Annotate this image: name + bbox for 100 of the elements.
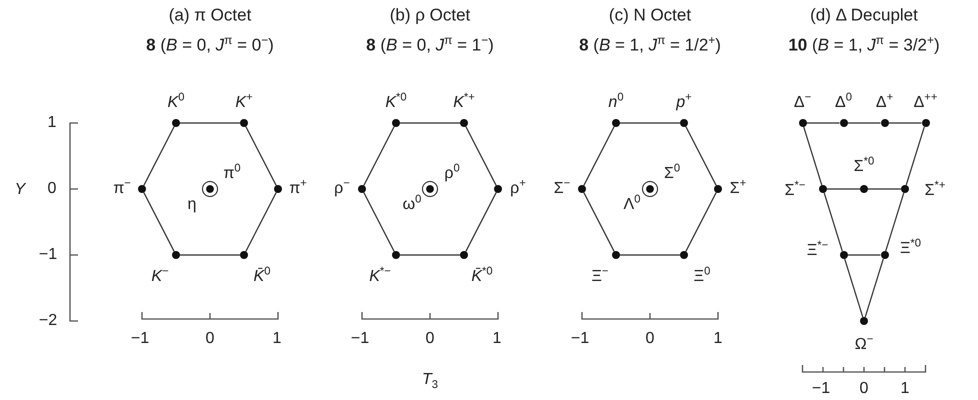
multiplet-label: 8 (B = 0, J$^{π}$ = 0$^{−}$) xyxy=(146,36,274,54)
tick-label: −2 xyxy=(38,313,58,329)
particle-label: Σ$^{−}$ xyxy=(554,181,570,197)
panel-title: (a) π Octet xyxy=(168,6,252,24)
connecting-line xyxy=(180,122,240,124)
particle-dot xyxy=(138,185,146,193)
particle-label: Δ$^{++}$ xyxy=(914,95,938,111)
circled-dot xyxy=(642,181,658,197)
particle-dot xyxy=(680,119,688,127)
particle-dot xyxy=(172,119,180,127)
multiplet-label: 8 (B = 0, J$^{π}$ = 1$^{−}$) xyxy=(366,36,494,54)
connecting-line xyxy=(363,126,395,186)
particle-dot xyxy=(612,119,620,127)
tick-label: 0 xyxy=(426,331,434,347)
particle-label: Σ$^{*+}$ xyxy=(924,183,946,199)
connecting-line xyxy=(620,122,680,124)
particle-label: Σ$^{*−}$ xyxy=(784,183,806,199)
particle-dot xyxy=(860,185,868,193)
axis-title: T$_{3}$ xyxy=(422,372,438,388)
particle-dot xyxy=(578,185,586,193)
particle-dot xyxy=(819,185,827,193)
particle-label: Δ$^{+}$ xyxy=(876,95,894,111)
particle-dot xyxy=(840,251,848,259)
particle-label: n$^{0}$ xyxy=(608,95,624,111)
particle-dot xyxy=(680,251,688,259)
particle-dot xyxy=(922,119,930,127)
particle-dot xyxy=(240,119,248,127)
connecting-line xyxy=(868,188,901,190)
particle-label: Ξ$^{*−}$ xyxy=(806,243,828,259)
particle-dot xyxy=(798,119,806,127)
connecting-line xyxy=(583,126,615,186)
connecting-line xyxy=(620,254,680,256)
connecting-line xyxy=(885,192,904,252)
particle-label: K̄$^{*0}$ xyxy=(471,269,493,285)
particle-label: K$^{*0}$ xyxy=(385,95,407,111)
connecting-line xyxy=(827,188,860,190)
connecting-line xyxy=(685,192,717,252)
multiplet-label: 10 (B = 1, J$^{π}$ = 3/2$^{+}$) xyxy=(788,36,940,54)
particle-dot xyxy=(460,119,468,127)
particle-dot xyxy=(860,317,868,325)
particle-label: π$^{0}$ xyxy=(223,166,241,182)
particle-label: K$^{+}$ xyxy=(235,95,253,111)
tick-label: 0 xyxy=(860,381,868,397)
connecting-line xyxy=(143,192,175,252)
tick-label: 0 xyxy=(48,181,56,197)
particle-dot xyxy=(240,251,248,259)
particle-label: Ξ$^{−}$ xyxy=(592,269,608,285)
particle-label: K$^{*+}$ xyxy=(453,95,475,111)
tick-label: 1 xyxy=(714,331,722,347)
particle-dot xyxy=(392,251,400,259)
particle-label: Ω$^{−}$ xyxy=(854,337,874,353)
panel-title: (d) Δ Decuplet xyxy=(810,6,918,24)
connecting-line xyxy=(685,126,717,186)
particle-dot xyxy=(358,185,366,193)
connecting-line xyxy=(180,254,240,256)
particle-dot xyxy=(274,185,282,193)
tick-label: 1 xyxy=(272,331,282,347)
particle-label: Δ$^{0}$ xyxy=(835,95,852,111)
particle-dot xyxy=(880,251,888,259)
particle-dot xyxy=(460,251,468,259)
particle-dot xyxy=(714,185,722,193)
particle-dot xyxy=(840,119,848,127)
particle-label: ρ$^{+}$ xyxy=(510,181,526,197)
multiplet-label: 8 (B = 1, J$^{π}$ = 1/2$^{+}$) xyxy=(579,36,721,54)
connecting-line xyxy=(465,126,497,186)
connecting-line xyxy=(245,126,277,186)
connecting-line xyxy=(824,192,843,252)
tick-label: 1 xyxy=(900,381,910,397)
particle-label: Δ$^{−}$ xyxy=(794,95,812,111)
circled-dot xyxy=(422,181,438,197)
connecting-line xyxy=(245,192,277,252)
particle-label: Ξ$^{0}$ xyxy=(694,269,710,285)
connecting-line xyxy=(465,192,497,252)
tick-label: −1 xyxy=(812,381,830,397)
tick-label: −1 xyxy=(130,331,150,347)
connecting-line xyxy=(864,258,884,318)
connecting-line xyxy=(844,258,864,318)
particle-label: Σ$^{*0}$ xyxy=(854,159,874,175)
connecting-line xyxy=(888,122,922,124)
tick-label: 1 xyxy=(492,331,502,347)
particle-label: π$^{−}$ xyxy=(113,181,131,197)
particle-label: Λ$^{0}$ xyxy=(624,197,640,213)
tick-label: 1 xyxy=(48,115,56,131)
connecting-line xyxy=(848,122,880,124)
tick-label: −1 xyxy=(570,331,590,347)
connecting-line xyxy=(583,192,615,252)
particle-label: p$^{+}$ xyxy=(676,95,692,111)
particle-label: K$^{*−}$ xyxy=(369,269,391,285)
panel-title: (b) ρ Octet xyxy=(390,6,470,24)
particle-label: ρ$^{−}$ xyxy=(334,181,350,197)
particle-label: K̄$^{0}$ xyxy=(254,269,270,285)
connecting-line xyxy=(848,254,880,256)
connecting-line xyxy=(363,192,395,252)
particle-dot xyxy=(880,119,888,127)
particle-label: K$^{−}$ xyxy=(151,269,169,285)
particle-dot xyxy=(901,185,909,193)
connecting-line xyxy=(803,126,822,186)
connecting-line xyxy=(143,126,175,186)
particle-dot xyxy=(172,251,180,259)
connecting-line xyxy=(906,126,925,186)
